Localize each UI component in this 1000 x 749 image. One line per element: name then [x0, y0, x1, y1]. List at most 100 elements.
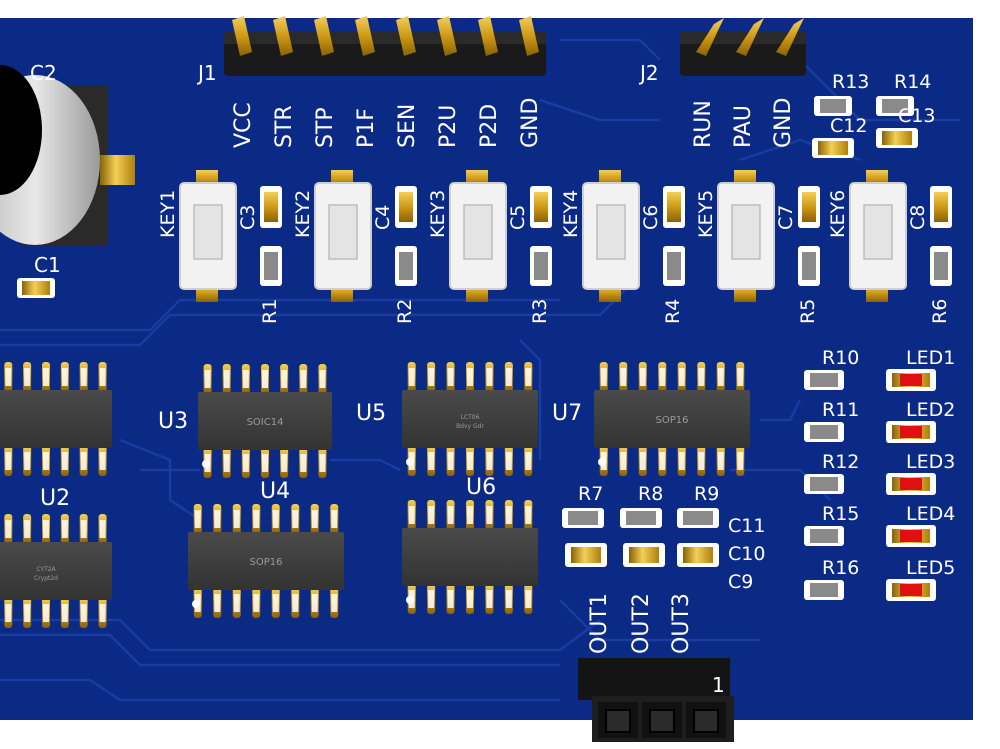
u7-ref-label: U7 [552, 401, 582, 426]
j1-pin-label: P2D [477, 104, 502, 148]
ic-body [402, 528, 538, 586]
ic-ref-labels: U2 U3 U4 U5 U6 U7 [40, 401, 582, 511]
j1-pin-label: STP [313, 107, 338, 148]
ic-pin-lead [467, 590, 473, 608]
ic-pin-lead [292, 510, 299, 528]
ic-marking: Crypt2d [34, 575, 58, 582]
j1-ref-label: J1 [196, 61, 217, 85]
led-resistor-body [810, 529, 838, 543]
ic-pin-lead [233, 594, 240, 612]
j2-pin [776, 18, 804, 56]
key-res-ref-label: R5 [797, 299, 819, 324]
ic-pin-lead [223, 370, 230, 388]
j1-pin [478, 16, 498, 56]
ic-pin-lead [319, 454, 326, 472]
u5-ref-label: U5 [356, 401, 386, 426]
ic-body [198, 392, 332, 450]
ic-pin-lead [300, 454, 307, 472]
ic-pin-lead [300, 370, 307, 388]
led-red-lens [900, 584, 922, 596]
led-red-lens [900, 478, 922, 490]
led-res-ref-label: R15 [822, 503, 859, 525]
ic-pin-lead [80, 368, 87, 386]
ic-pin-lead [99, 368, 106, 386]
key-capacitor-body [264, 192, 278, 222]
key-res-ref-label: R1 [259, 299, 281, 324]
c2-electrolytic-capacitor: C2 [0, 61, 135, 246]
j1-pin-label: VCC [231, 102, 256, 148]
switch-plunger[interactable] [193, 204, 223, 260]
ic-pin-lead [408, 506, 415, 524]
ic-pin-lead [214, 594, 221, 612]
key-resistor-body [934, 252, 948, 280]
key-resistor-body [399, 252, 413, 280]
c12-ref-label: C12 [830, 115, 867, 137]
key-cap-ref-label: C3 [237, 205, 259, 230]
c13-ref-label: C13 [898, 105, 935, 127]
key-cap-ref-label: C6 [640, 205, 662, 230]
ic-pin-lead [311, 510, 318, 528]
j2-pin-label: PAU [731, 105, 756, 148]
j1-pin [273, 16, 293, 56]
ic-pin1-dot [406, 458, 414, 466]
ic-pin-lead [698, 368, 705, 386]
ic-pin1-dot [202, 460, 210, 468]
ic-pin-lead [5, 452, 12, 470]
led-res-ref-label: R10 [822, 347, 859, 369]
switch-plunger[interactable] [596, 204, 626, 260]
ic-pin-lead [61, 452, 68, 470]
ic-pin-lead [24, 368, 31, 386]
ic-marking: SOP16 [250, 557, 283, 568]
led-res-ref-label: R11 [822, 399, 859, 421]
ic-pin-lead [43, 452, 49, 470]
ic-pin-lead [505, 452, 512, 470]
led-res-ref-label: R16 [822, 557, 859, 579]
ic-pin-lead [486, 506, 493, 524]
ic-pin-lead [253, 510, 260, 528]
key-ref-label: KEY6 [827, 190, 849, 238]
key-ref-label: KEY3 [427, 190, 449, 238]
ic-pin-lead [467, 506, 473, 524]
ic-pin-lead [281, 454, 288, 472]
ic-pin1-dot [192, 600, 200, 608]
ic-pin-lead [5, 520, 12, 538]
ic-pin-lead [262, 370, 268, 388]
key-ref-label: KEY2 [292, 190, 314, 238]
u6-ref-label: U6 [466, 475, 496, 500]
j1-pin-label: SEN [395, 104, 420, 148]
ic-pin-lead [223, 454, 230, 472]
switch-plunger[interactable] [863, 204, 893, 260]
ic-pin-lead [43, 520, 49, 538]
ic-pin-lead [319, 370, 326, 388]
key-capacitor-body [667, 192, 681, 222]
ic-pin-lead [678, 452, 685, 470]
j1-pin-label: STR [272, 105, 297, 148]
key-ref-label: KEY1 [157, 190, 179, 238]
switch-plunger[interactable] [463, 204, 493, 260]
ic-pin-lead [639, 452, 646, 470]
ic-pin-lead [80, 604, 87, 622]
key-capacitor-body [802, 192, 816, 222]
ic-pin-lead [292, 594, 299, 612]
key-res-ref-label: R3 [529, 299, 551, 324]
ic-pin-lead [737, 452, 744, 470]
ic-pin-lead [717, 452, 724, 470]
j1-pin-label: GND [518, 98, 543, 148]
switch-plunger[interactable] [731, 204, 761, 260]
switch-plunger[interactable] [328, 204, 358, 260]
output-passives: R7 R8 R9 C11 C10 C9 [562, 483, 765, 593]
key-resistor-body [802, 252, 816, 280]
ic-marking: Bdvy Gdr [456, 423, 484, 430]
key-capacitor-body [534, 192, 548, 222]
ic-pin-lead [408, 368, 415, 386]
ic-pin-lead [214, 510, 221, 528]
ic-pin-lead [525, 368, 532, 386]
ic-pin-lead [272, 510, 279, 528]
j1-pin [519, 16, 539, 56]
ic-pin-lead [447, 506, 454, 524]
j2-pin [696, 18, 724, 56]
ic-pin-lead [698, 452, 705, 470]
